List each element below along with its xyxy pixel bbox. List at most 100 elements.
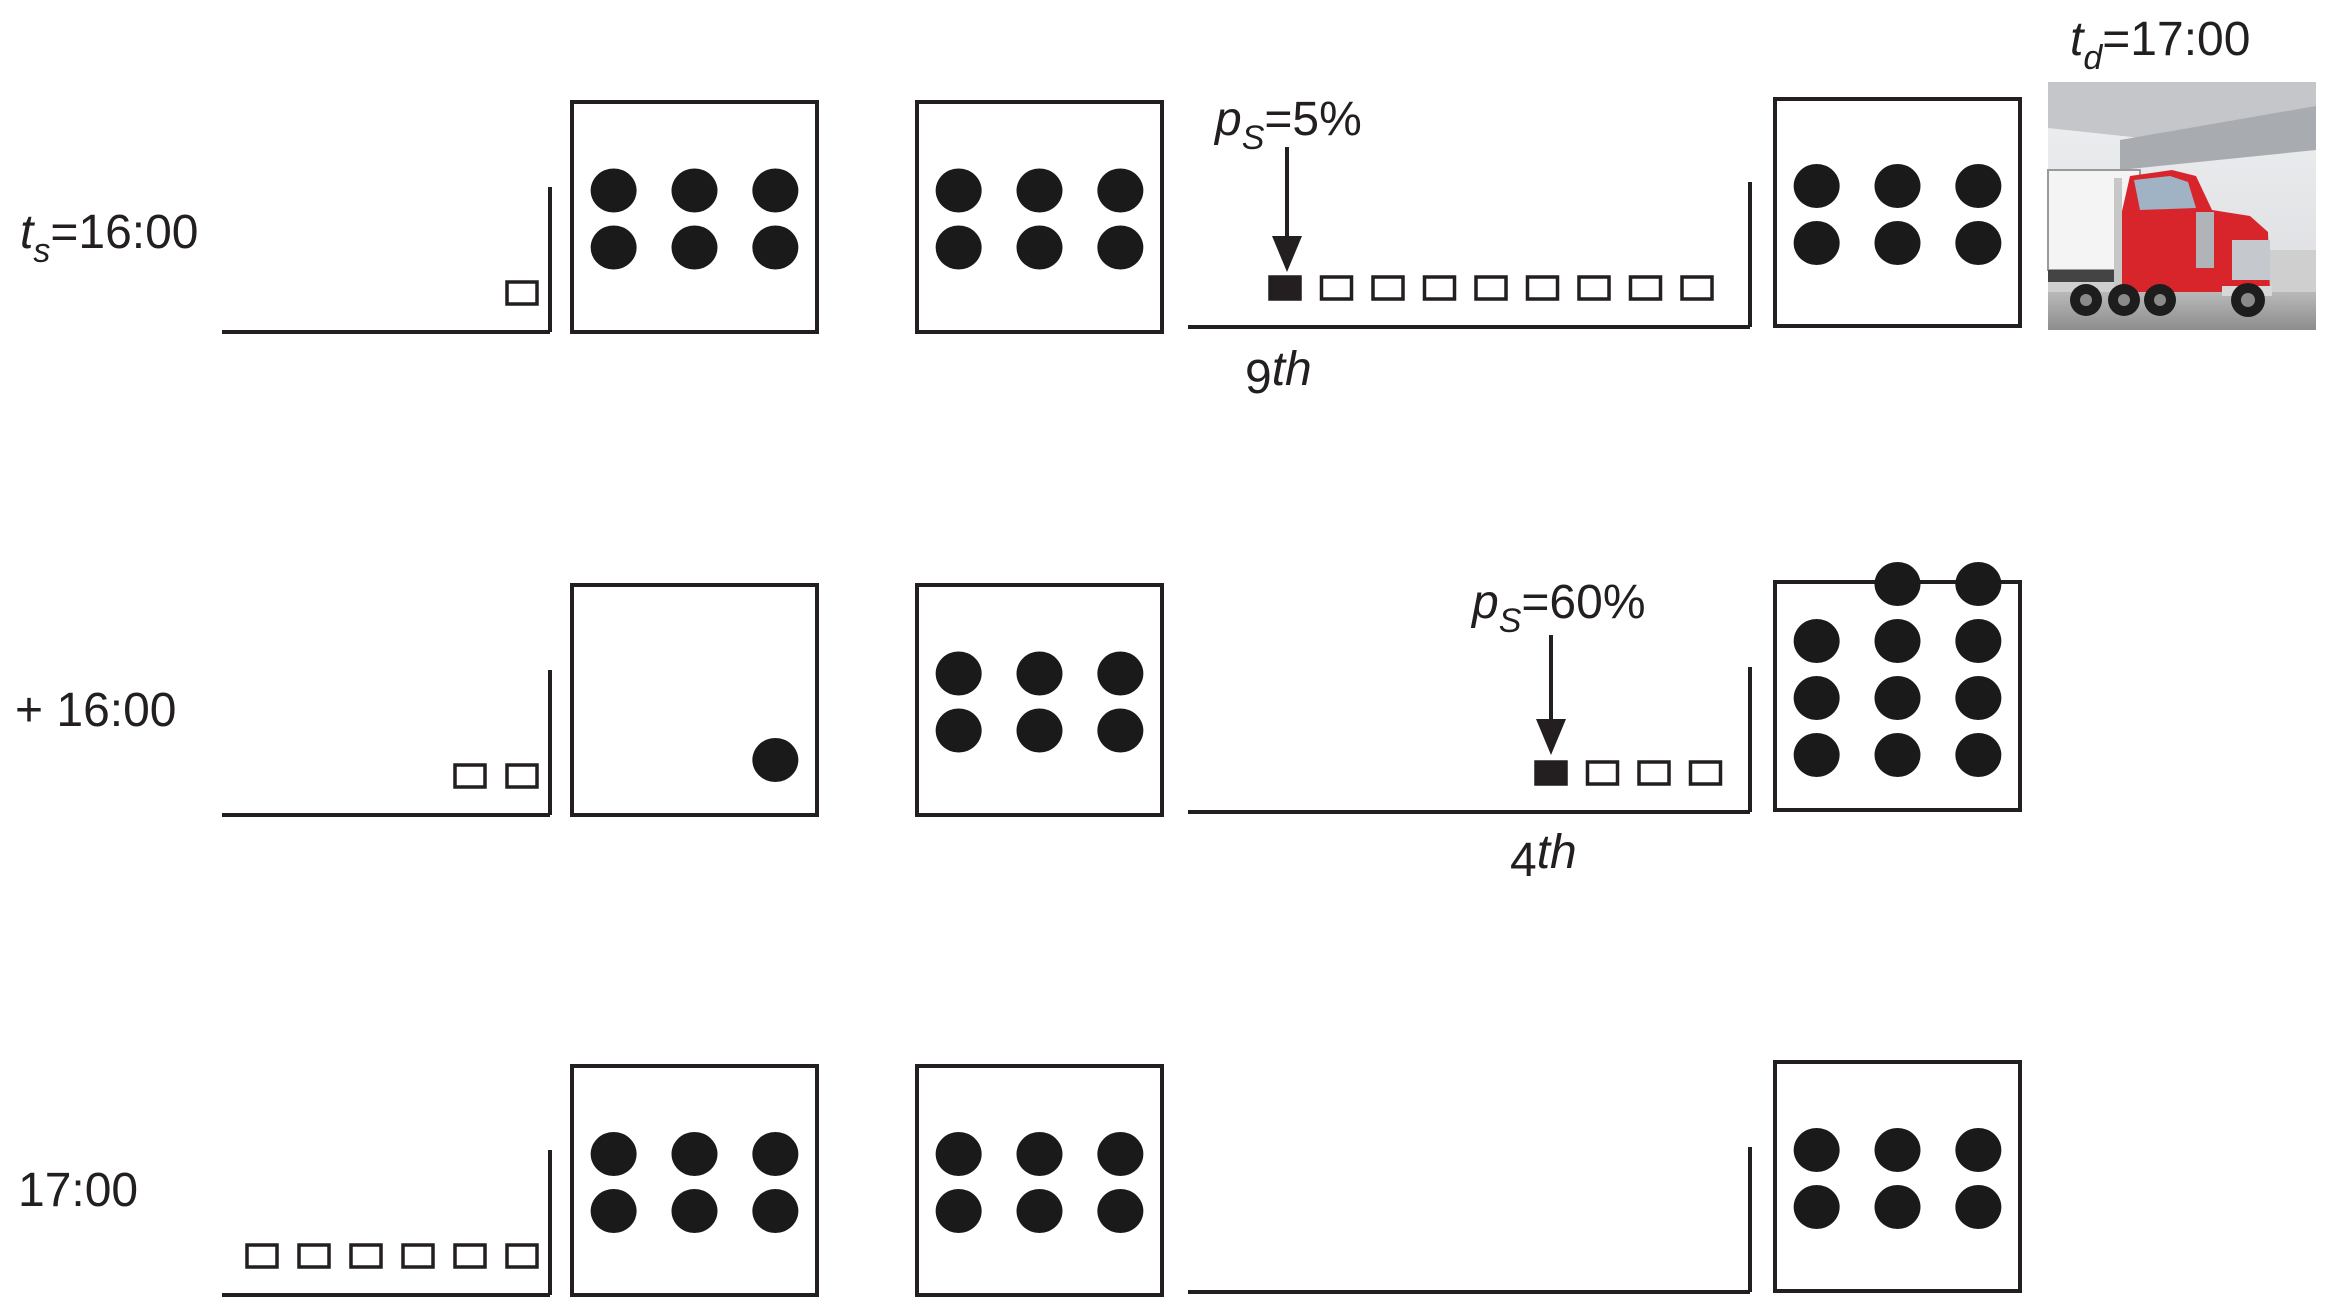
row-3-transfer-queue <box>1188 1147 1752 1294</box>
row-3-station-1-job-dot <box>752 1132 799 1176</box>
row-2-station-3-job-dot <box>1955 562 2002 606</box>
row-2-station-3-job-dot <box>1955 676 2002 720</box>
row-1-transfer-items <box>1268 275 1714 301</box>
row-3-transfer-tray <box>1188 1147 1752 1294</box>
row-1-station-3-job-dot <box>1793 221 1840 265</box>
row-1-station-2-job-dot <box>1016 168 1063 213</box>
row-2-probability: pS=60% <box>1470 576 1646 640</box>
row-2-station-3-job-dot <box>1874 619 1921 663</box>
row-3-station-2-job-dot <box>1016 1132 1063 1176</box>
row-3-station-3-job-dot <box>1874 1128 1921 1172</box>
row-1-station-2-job-dot <box>935 168 982 213</box>
row-2-transfer-queue <box>1188 667 1752 814</box>
row-1-station-1-job-dot <box>590 225 637 270</box>
row-3-queue-items <box>245 1243 539 1269</box>
row-1-station-2-job-dot <box>1097 225 1144 270</box>
row-2-station-2 <box>915 583 1164 817</box>
row-3-station-2-job-dot <box>935 1132 982 1176</box>
row-2-input-queue <box>222 670 552 817</box>
row-2-station-3-job-dot <box>1955 619 2002 663</box>
row-3: 17:00 <box>18 1060 2022 1297</box>
row-3-queued-job <box>401 1243 435 1269</box>
row-3-queued-job <box>453 1243 487 1269</box>
row-3-station-2-items <box>935 1132 1144 1233</box>
row-2-station-3-job-dot <box>1793 733 1840 777</box>
row-2-rank: 4th <box>1510 826 1577 887</box>
row-1-station-2-job-dot <box>1016 225 1063 270</box>
row-2-station-1-items <box>752 738 799 782</box>
row-1-waiting-job <box>1577 275 1611 301</box>
row-1-arrow <box>1272 147 1302 272</box>
row-3-station-1-job-dot <box>671 1189 718 1233</box>
row-1-station-3-job-dot <box>1793 164 1840 208</box>
row-2-queued-job <box>453 763 487 789</box>
row-3-station-2-job-dot <box>1016 1189 1063 1233</box>
row-1-station-1-job-dot <box>671 168 718 213</box>
truck-picture <box>2047 82 2316 330</box>
row-2-station-3-job-dot <box>1874 733 1921 777</box>
row-2-station-2-job-dot <box>1097 708 1144 753</box>
row-1-waiting-job <box>1680 275 1714 301</box>
row-2-station-3-job-dot <box>1874 562 1921 606</box>
row-2-station-3-job-dot <box>1793 676 1840 720</box>
row-1-station-3-job-dot <box>1874 221 1921 265</box>
row-3-queued-job <box>245 1243 279 1269</box>
row-2-queue-items <box>453 763 539 789</box>
row-1-probability: pS=5% <box>1213 93 1362 157</box>
row-2-station-1-job-dot <box>752 738 799 782</box>
row-2-time-label: + 16:00 <box>15 684 176 737</box>
row-1-transfer-queue <box>1188 182 1752 329</box>
row-3-station-2-job-dot <box>1097 1189 1144 1233</box>
row-2-station-2-job-dot <box>935 651 982 696</box>
row-1-station-3 <box>1773 97 2022 328</box>
row-3-input-queue <box>222 1150 552 1297</box>
row-1-time-label: ts=16:00 <box>20 206 199 270</box>
row-3-station-2-job-dot <box>935 1189 982 1233</box>
row-3-station-3-job-dot <box>1793 1128 1840 1172</box>
row-3-queue-tray <box>222 1150 552 1297</box>
row-3-station-1-items <box>590 1132 799 1233</box>
row-2-arrow <box>1536 635 1566 755</box>
row-1-station-1-items <box>590 168 799 270</box>
row-3-station-1-job-dot <box>590 1189 637 1233</box>
row-1-station-1-job-dot <box>752 168 799 213</box>
row-3-station-3-job-dot <box>1874 1185 1921 1229</box>
row-1-station-2-job-dot <box>935 225 982 270</box>
row-1-rank: 9th <box>1245 343 1312 404</box>
row-3-time-label: 17:00 <box>18 1164 138 1217</box>
row-2-station-3-job-dot <box>1874 676 1921 720</box>
row-3-station-1-job-dot <box>671 1132 718 1176</box>
row-3-station-2 <box>915 1064 1164 1297</box>
row-1-transfer-tray <box>1188 182 1752 329</box>
row-1-station-3-job-dot <box>1874 164 1921 208</box>
row-3-queued-job <box>505 1243 539 1269</box>
row-1-station-1-job-dot <box>752 225 799 270</box>
row-1-queued-job <box>505 280 539 306</box>
row-1-station-1 <box>570 100 819 334</box>
row-2-station-2-job-dot <box>935 708 982 753</box>
row-3-queued-job <box>349 1243 383 1269</box>
row-2-station-3-job-dot <box>1793 619 1840 663</box>
row-1-queue-tray <box>222 187 552 334</box>
row-3-queued-job <box>297 1243 331 1269</box>
row-2-transfer-tray <box>1188 667 1752 814</box>
row-1-waiting-job <box>1628 275 1663 301</box>
row-1-station-1-job-dot <box>671 225 718 270</box>
row-1-queue-items <box>505 280 539 306</box>
row-2-station-2-job-dot <box>1016 651 1063 696</box>
row-3-station-3-job-dot <box>1955 1185 2002 1229</box>
row-2-station-2-job-dot <box>1097 651 1144 696</box>
row-1-waiting-job <box>1422 275 1457 301</box>
row-1-station-2-items <box>935 168 1144 270</box>
row-2: + 16:00 pS=60% 4th <box>15 562 2022 887</box>
deadline-label: td=17:00 <box>2070 13 2250 77</box>
row-1-station-1-job-dot <box>590 168 637 213</box>
row-1-station-2 <box>915 100 1164 334</box>
row-1-station-3-items <box>1793 164 2002 265</box>
row-1-station-3-job-dot <box>1955 164 2002 208</box>
row-3-station-1-job-dot <box>752 1189 799 1233</box>
row-1-waiting-job <box>1525 275 1560 301</box>
row-1-station-3-job-dot <box>1955 221 2002 265</box>
row-2-transfer-items <box>1534 760 1723 786</box>
